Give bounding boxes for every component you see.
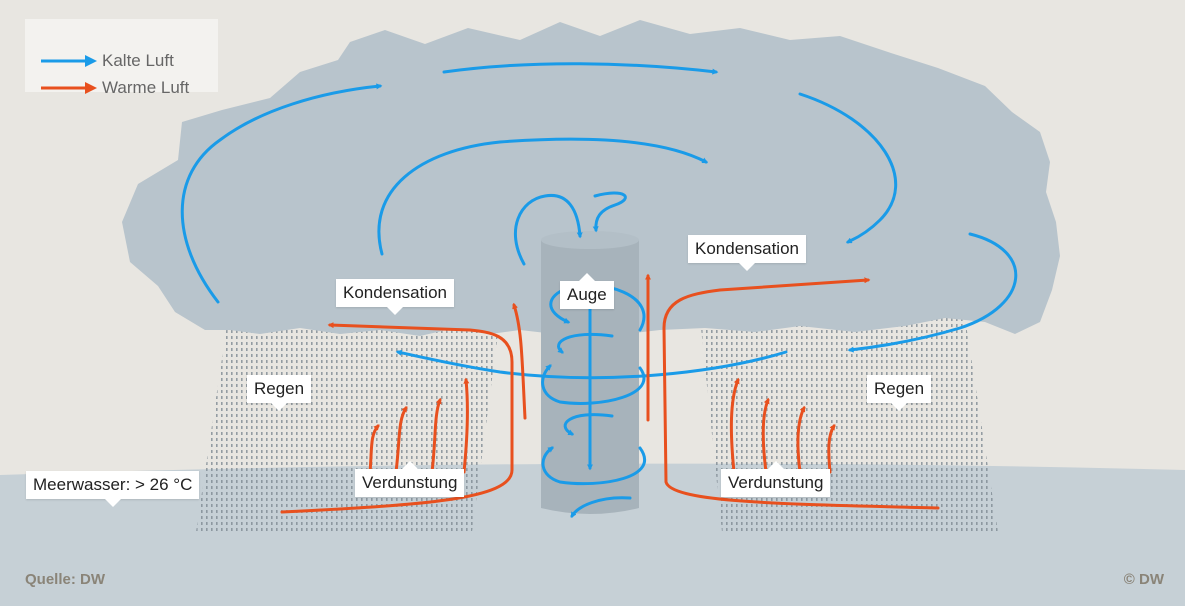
cold-air-arrow xyxy=(180,83,383,304)
cold-air-arrow xyxy=(541,364,646,405)
blue-arrow-icon xyxy=(41,55,97,67)
cold-air-arrow xyxy=(513,193,583,266)
eye-column-top xyxy=(541,231,639,249)
cold-air-arrow xyxy=(442,62,719,75)
cold-air-arrow xyxy=(395,349,788,380)
warm-air-arrow xyxy=(796,405,806,474)
label-regen-left: Regen xyxy=(247,375,312,411)
legend-label-cold-air: Kalte Luft xyxy=(102,51,174,70)
legend-item-warm-air: Warme Luft xyxy=(39,77,189,99)
label-verdunstung-left: Verdunstung xyxy=(355,461,465,497)
label-kondensation-left: Kondensation xyxy=(336,279,454,315)
cold-air-arrow xyxy=(570,496,632,519)
warm-air-arrow xyxy=(827,424,836,474)
label-auge: Auge xyxy=(560,273,614,309)
label-meerwasser: Meerwasser: > 26 °C xyxy=(26,471,200,507)
cold-air-arrow xyxy=(592,191,627,233)
source-credit: Quelle: DW xyxy=(25,571,106,588)
cold-air-arrow xyxy=(541,446,646,486)
warm-air-arrow xyxy=(430,397,442,474)
copyright-credit: © DW xyxy=(1123,571,1164,588)
red-arrow-icon xyxy=(41,82,97,94)
cold-air-arrow xyxy=(377,137,709,256)
legend-label-warm-air: Warme Luft xyxy=(102,78,190,97)
cold-air-arrow xyxy=(557,332,614,354)
warm-air-arrow xyxy=(729,377,740,474)
label-regen-right: Regen xyxy=(867,375,932,411)
cold-air-arrow xyxy=(563,413,614,436)
warm-air-arrow xyxy=(462,377,470,474)
cold-air-arrow xyxy=(798,92,898,244)
legend: Kalte Luft Warme Luft xyxy=(25,19,218,97)
storm-cloud xyxy=(122,20,1060,336)
warm-air-arrow xyxy=(761,397,770,474)
warm-air-arrow xyxy=(368,424,380,474)
legend-item-cold-air: Kalte Luft xyxy=(39,50,174,72)
warm-air-arrow xyxy=(512,302,527,420)
label-verdunstung-right: Verdunstung xyxy=(721,461,831,497)
cold-air-arrow xyxy=(847,232,1018,353)
warm-air-arrow xyxy=(662,277,940,510)
label-kondensation-right: Kondensation xyxy=(688,235,806,271)
warm-air-arrow xyxy=(394,406,408,474)
warm-air-arrow xyxy=(280,322,514,514)
